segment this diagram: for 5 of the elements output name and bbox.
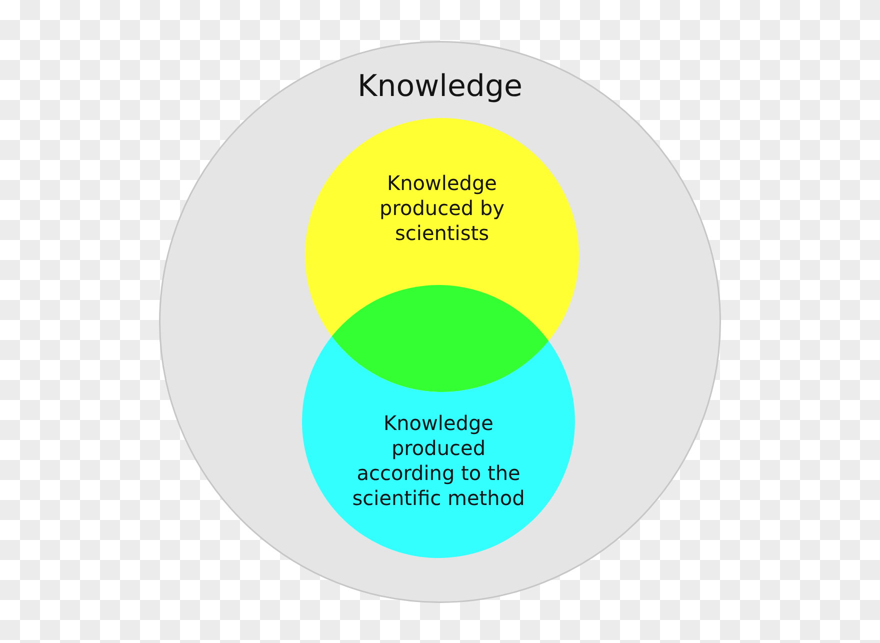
outer-circle [159, 41, 721, 603]
set-label: Knowledge produced by scientists [378, 171, 506, 246]
set-title: Knowledge [356, 69, 524, 105]
venn-circle [305, 118, 579, 392]
set-label: Knowledge produced according to the scientific method [351, 411, 526, 511]
